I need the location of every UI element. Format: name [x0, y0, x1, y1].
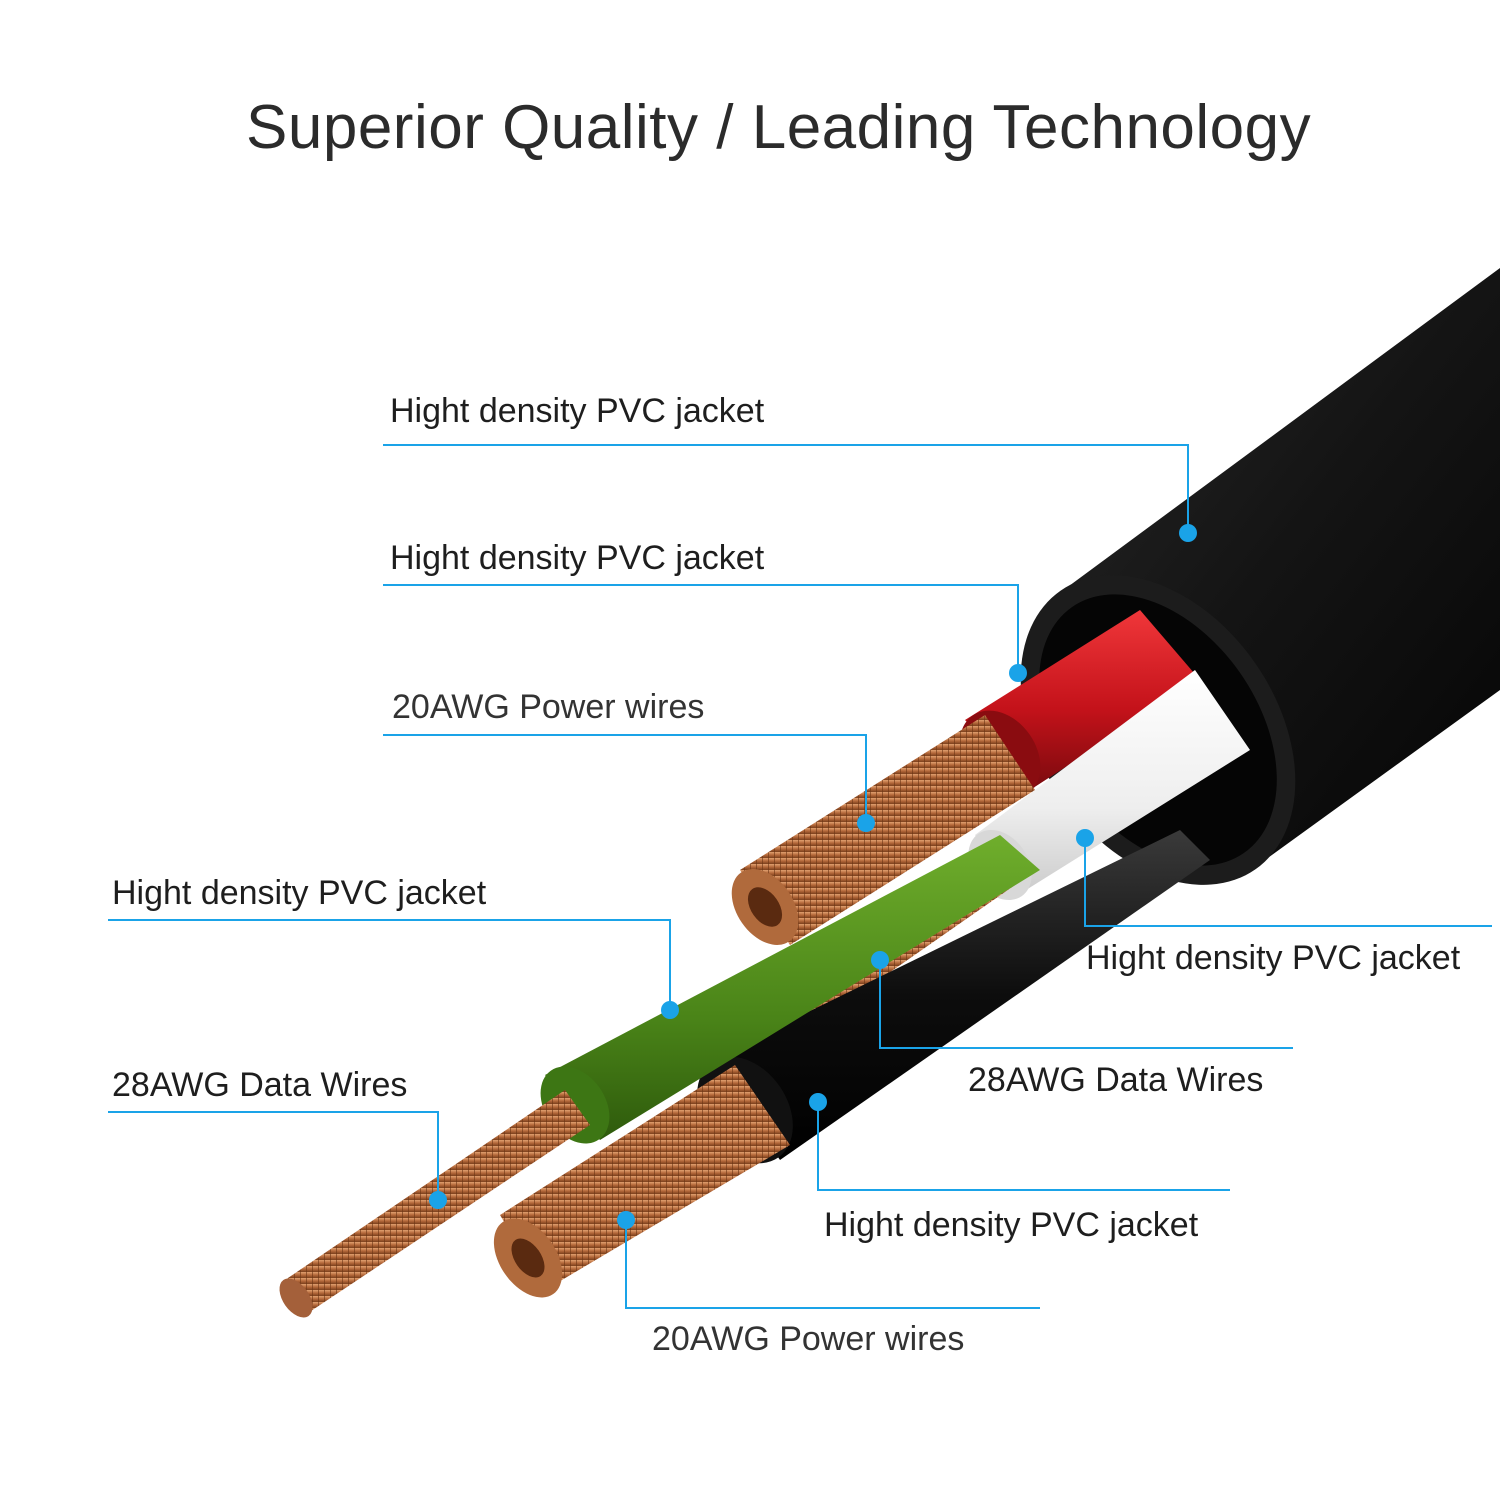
- label-red-jacket: Hight density PVC jacket: [390, 539, 765, 577]
- callout-line-data-left: [108, 1111, 439, 1200]
- label-data-right: 28AWG Data Wires: [968, 1061, 1264, 1099]
- callout-dot-data-right: [871, 951, 889, 969]
- callout-dot-black-jacket: [809, 1093, 827, 1111]
- callout-line-green-jacket: [108, 919, 671, 1010]
- callout-dot-white-jacket: [1076, 829, 1094, 847]
- callout-line-red-jacket: [383, 584, 1019, 673]
- label-power-top: 20AWG Power wires: [392, 688, 705, 726]
- callout-dot-outer-jacket: [1179, 524, 1197, 542]
- callout-dot-red-jacket: [1009, 664, 1027, 682]
- callout-line-white-jacket: [1084, 838, 1492, 927]
- label-green-jacket: Hight density PVC jacket: [112, 874, 487, 912]
- callout-line-power-top: [383, 734, 867, 823]
- label-data-left: 28AWG Data Wires: [112, 1066, 408, 1104]
- label-white-jacket: Hight density PVC jacket: [1086, 939, 1461, 977]
- callout-line-outer-jacket: [383, 444, 1189, 533]
- label-outer-jacket: Hight density PVC jacket: [390, 392, 765, 430]
- label-black-jacket: Hight density PVC jacket: [824, 1206, 1199, 1244]
- page-title: Superior Quality / Leading Technology: [246, 93, 1312, 162]
- callout-dot-power-bottom: [617, 1211, 635, 1229]
- callout-dot-data-left: [429, 1191, 447, 1209]
- label-power-bottom: 20AWG Power wires: [652, 1320, 965, 1358]
- callout-line-power-bottom: [625, 1220, 1040, 1309]
- red-power-wire: [731, 610, 1200, 945]
- callout-dot-green-jacket: [661, 1001, 679, 1019]
- callout-line-data-right: [879, 960, 1293, 1049]
- callout-line-black-jacket: [817, 1102, 1230, 1191]
- callout-dot-power-top: [857, 814, 875, 832]
